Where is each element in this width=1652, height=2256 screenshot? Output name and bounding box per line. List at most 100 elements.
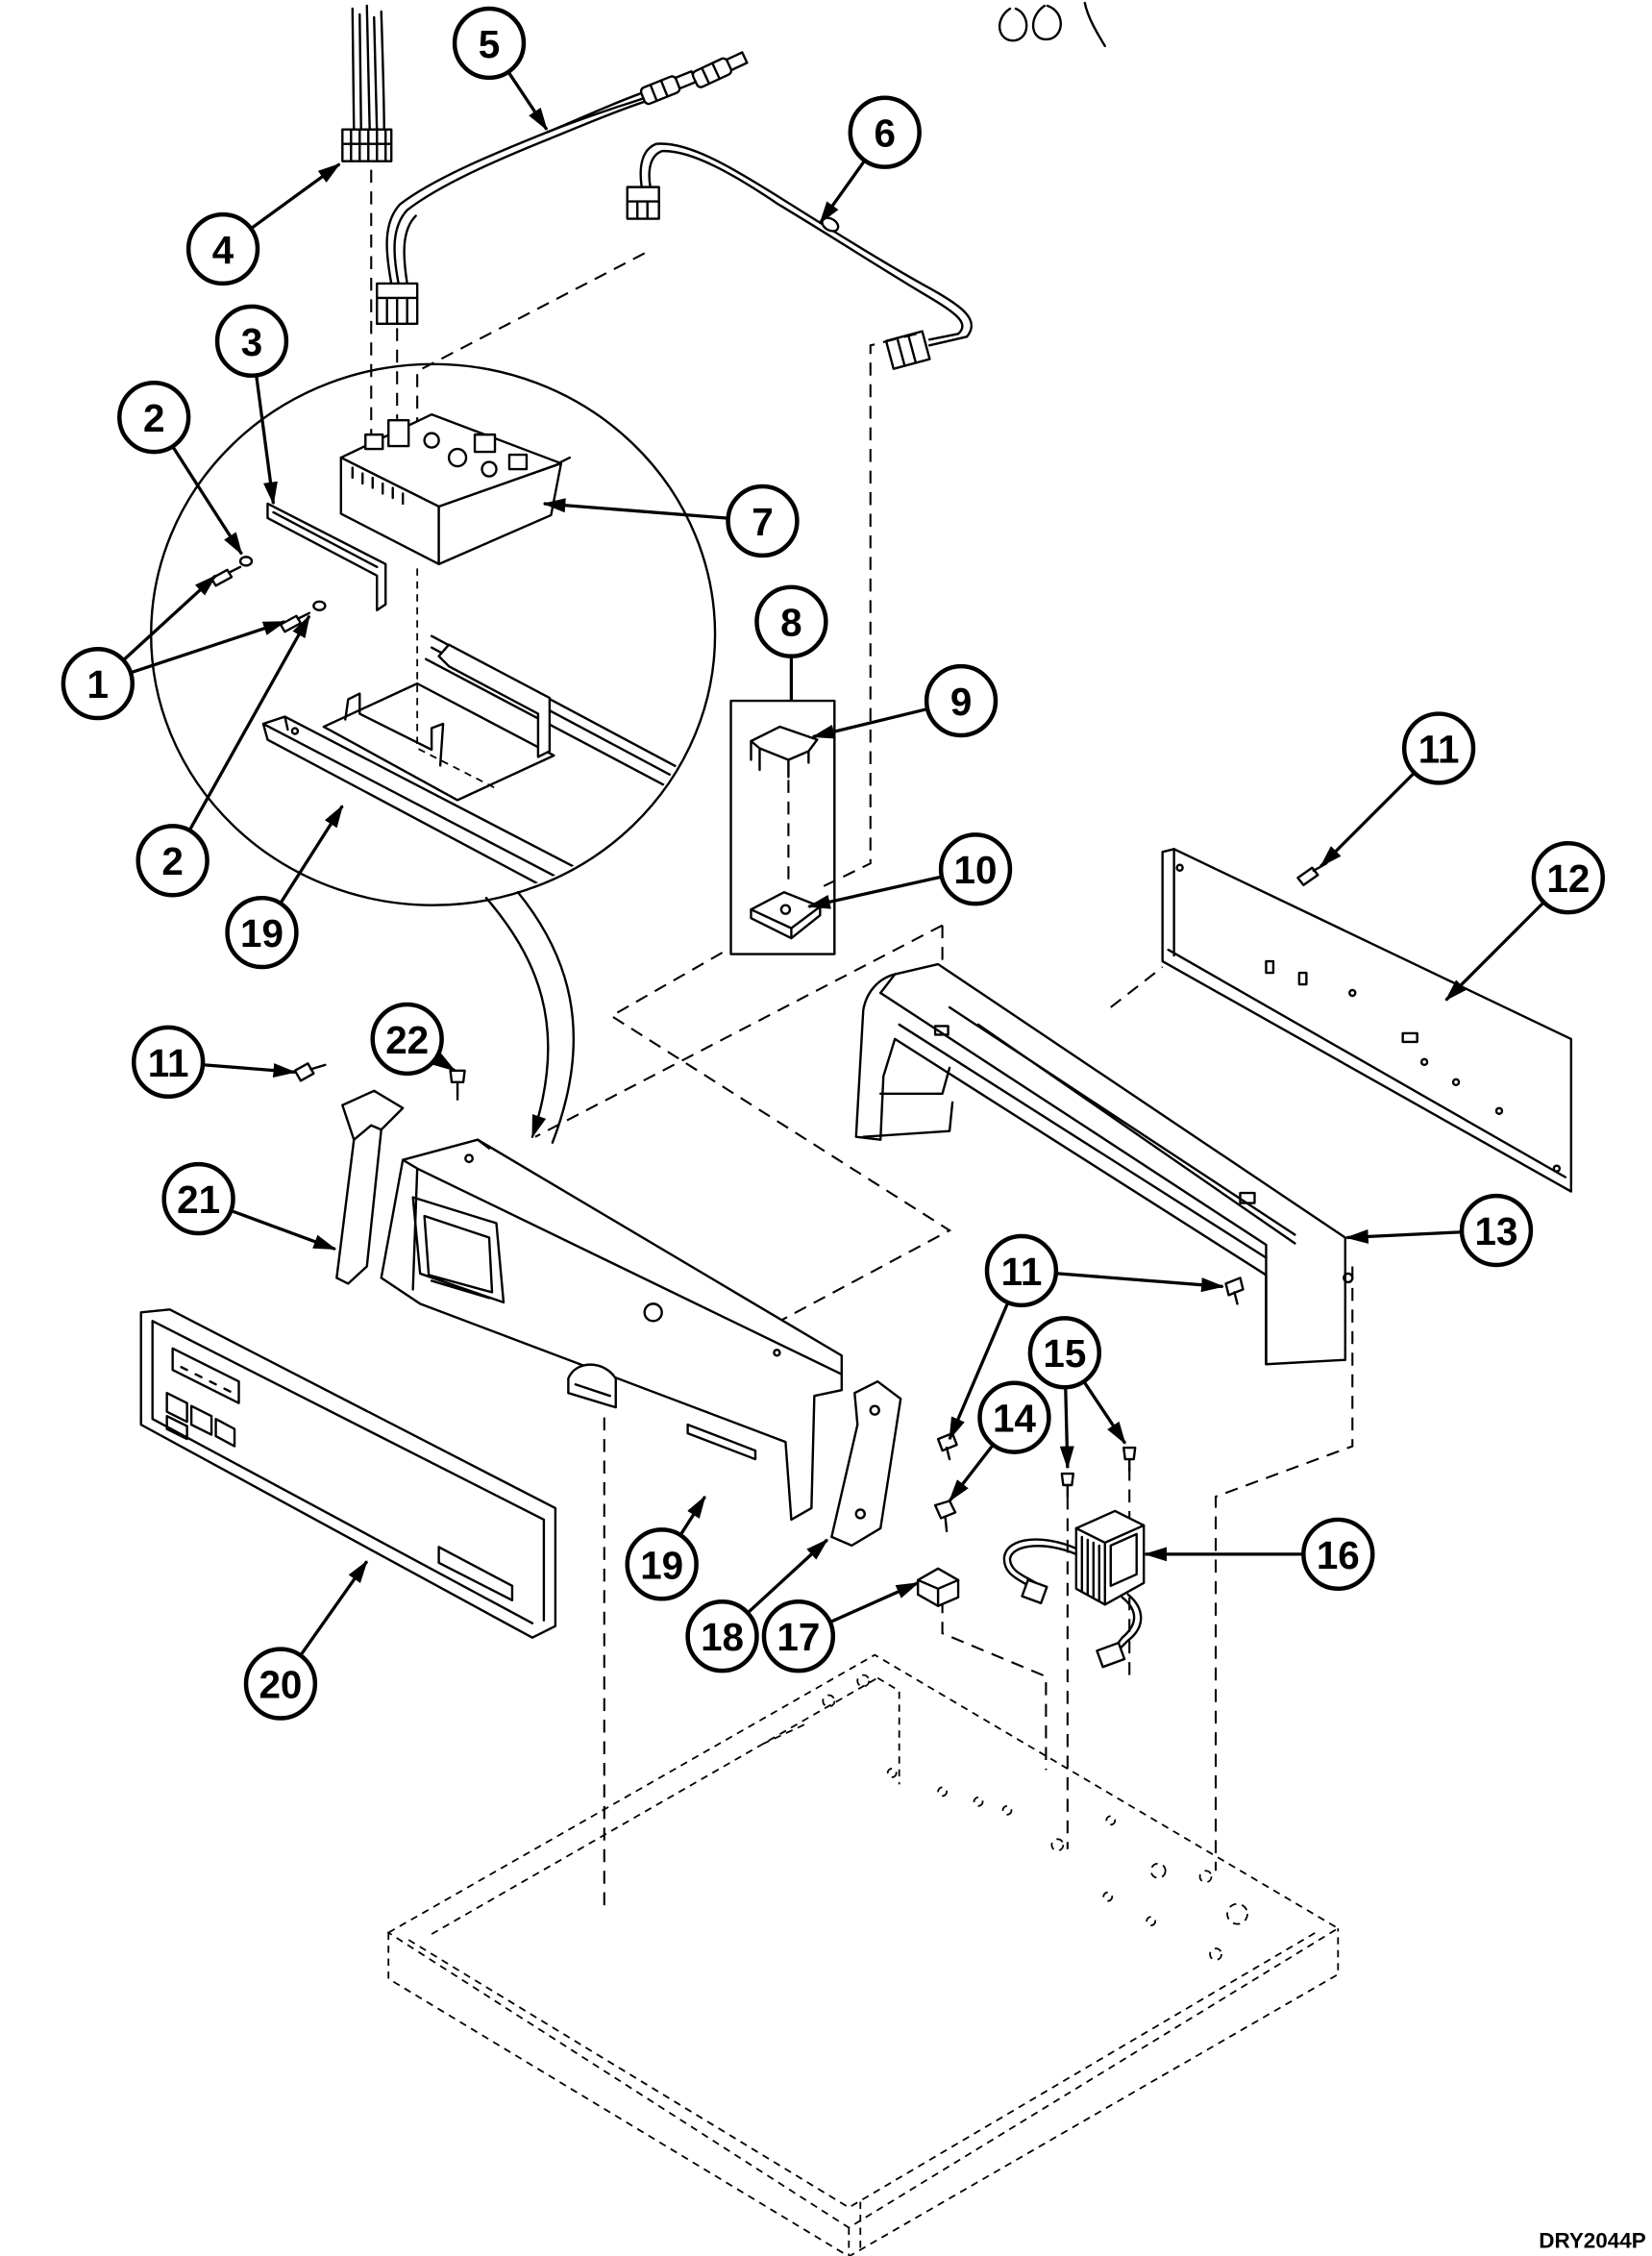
callout-11: 11: [131, 1025, 297, 1100]
callout-leader: [829, 1581, 920, 1624]
callout-9: 9: [811, 663, 999, 739]
callout-leader: [230, 1208, 337, 1252]
callout-circle: [61, 646, 135, 721]
callout-17: 17: [761, 1581, 920, 1673]
callout-19: 19: [625, 1495, 706, 1601]
callout-circle: [452, 6, 527, 81]
sensor-kit-8: [729, 699, 836, 955]
clip-9: [750, 725, 819, 779]
callout-number: 16: [1317, 1533, 1360, 1577]
callout-leader: [202, 1063, 297, 1078]
callout-leader: [506, 70, 549, 131]
callout-number: 7: [752, 500, 773, 544]
callout-number: 20: [259, 1663, 302, 1707]
callout-number: 13: [1475, 1209, 1518, 1253]
callout-number: 3: [241, 320, 262, 364]
callout-circle: [1027, 1316, 1102, 1390]
wire-bundle-top: [351, 4, 385, 134]
callout-circle: [1401, 711, 1476, 785]
callout-20: 20: [243, 1560, 369, 1721]
callout-number: 17: [777, 1615, 820, 1659]
screw-11-left: [293, 1062, 327, 1082]
screw-11-console: [1224, 1277, 1245, 1305]
control-overlay-20: [139, 1308, 557, 1639]
callout-11: 11: [948, 1233, 1225, 1441]
callout-circle: [726, 483, 800, 558]
callout-15: 15: [1027, 1316, 1127, 1470]
callout-leader: [299, 1560, 369, 1657]
callout-circle: [1531, 841, 1606, 915]
callout-circle: [977, 1380, 1051, 1454]
callout-circle: [225, 895, 299, 970]
handwritten-mark: [998, 1, 1106, 48]
callout-circle: [625, 1527, 699, 1601]
callout-leader: [1055, 1272, 1225, 1293]
screw-14: [933, 1500, 957, 1533]
callout-circle: [938, 832, 1013, 906]
callout-leader: [1059, 1387, 1074, 1470]
callout-number: 18: [701, 1615, 744, 1659]
callout-circle: [243, 1647, 318, 1721]
callout-leader: [171, 445, 243, 556]
screw-22: [449, 1069, 466, 1101]
callout-circle: [761, 1599, 836, 1673]
callout-circle: [754, 584, 828, 658]
callout-2: 2: [117, 380, 243, 556]
washer-2-upper: [238, 556, 254, 567]
callout-leader: [1319, 771, 1416, 868]
console-panel-detail: [261, 568, 692, 903]
detail-view: [210, 412, 692, 903]
callout-11: 11: [1319, 711, 1476, 868]
callout-leader: [250, 162, 341, 231]
console-back-13: [854, 962, 1354, 1366]
drawing-code: DRY2044P: [1539, 2228, 1645, 2252]
callout-number: 11: [1001, 1250, 1043, 1294]
callout-leader: [1082, 1380, 1127, 1445]
callout-circle: [136, 824, 210, 898]
callout-number: 19: [240, 911, 284, 955]
wire-harness-6: [626, 142, 974, 370]
connector-4: [341, 128, 393, 162]
callout-leader: [1344, 1228, 1463, 1244]
callout-leader: [542, 498, 728, 520]
callout-leader: [746, 1538, 828, 1615]
screw-11-right: [936, 1431, 958, 1461]
callout-leader: [948, 1444, 995, 1502]
callout-circle: [1301, 1517, 1375, 1592]
callout-circle: [848, 95, 922, 169]
callout-leader: [948, 1302, 1010, 1441]
callout-leader: [432, 1053, 456, 1073]
callout-number: 4: [212, 228, 234, 272]
callout-circle: [685, 1599, 759, 1673]
callout-number: 8: [780, 601, 801, 645]
callout-number: 14: [993, 1397, 1036, 1441]
callout-number: 12: [1546, 856, 1590, 901]
callout-21: 21: [161, 1161, 337, 1252]
callout-4: 4: [185, 162, 341, 286]
console-panel-19: [380, 1138, 844, 1522]
callout-leader: [819, 160, 867, 225]
callout-leader: [678, 1495, 706, 1536]
callout-leader: [187, 614, 311, 831]
callout-circle: [131, 1025, 206, 1100]
callout-number: 11: [148, 1041, 189, 1085]
callout-leader: [130, 620, 286, 675]
callout-circle: [161, 1161, 235, 1236]
callout-circle: [117, 380, 191, 455]
callout-1: 1: [61, 574, 286, 721]
callout-number: 2: [161, 839, 183, 883]
sensor-10: [750, 891, 822, 940]
callout-number: 6: [874, 112, 895, 156]
callout-19: 19: [225, 805, 344, 970]
callout-number: 1: [87, 662, 109, 707]
wire-harness-5: [376, 51, 749, 326]
callout-2: 2: [136, 614, 311, 898]
callout-number: 22: [385, 1018, 429, 1062]
callout-circle: [185, 211, 260, 286]
callout-leader: [806, 875, 943, 909]
callout-number: 10: [954, 848, 998, 892]
callout-8: 8: [754, 584, 828, 702]
bracket-3: [266, 502, 387, 611]
callout-5: 5: [452, 6, 549, 131]
